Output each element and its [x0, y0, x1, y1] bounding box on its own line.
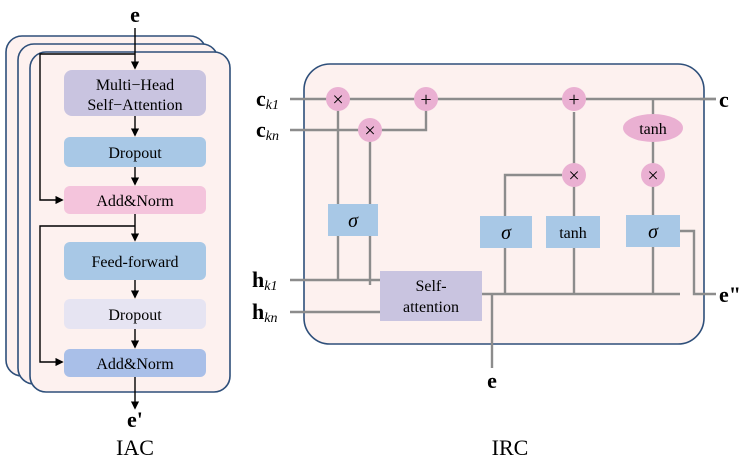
dropout-block-2	[64, 299, 206, 329]
add-norm-label-2: Add&Norm	[96, 356, 174, 373]
times-symbol-2: ×	[364, 120, 375, 142]
times-symbol-3: ×	[568, 165, 579, 187]
feed-forward-block	[64, 242, 206, 280]
irc-module: × × + + × × tanh σ σ tanh σ Self- attent…	[252, 63, 741, 460]
input-h-k1: hk1	[252, 267, 277, 294]
sigma-box-3	[626, 215, 680, 247]
tanh-ellipse-label: tanh	[639, 121, 667, 138]
irc-ops: × × + + × × tanh	[326, 87, 683, 187]
dropout-label-2: Dropout	[108, 307, 162, 324]
plus-symbol-2: +	[568, 89, 579, 111]
tanh-op-ellipse	[623, 114, 683, 142]
feed-forward-label: Feed-forward	[91, 254, 178, 271]
tanh-box	[546, 216, 600, 248]
iac-output-label: e'	[127, 407, 143, 432]
sigma-label-2: σ	[501, 222, 512, 244]
iac-module: e Multi−Head Self−Attention Dropout Add&…	[5, 2, 231, 460]
times-symbol-1: ×	[332, 89, 343, 111]
input-c-k1: ck1	[256, 86, 279, 113]
sigma-box-2	[480, 216, 532, 248]
sigma-label-3: σ	[648, 221, 659, 243]
multiply-op-2	[358, 118, 382, 142]
dropout-label-1: Dropout	[108, 145, 162, 162]
dropout-block-1	[64, 137, 206, 167]
input-e-bottom: e	[487, 368, 497, 393]
input-c-kn: ckn	[256, 117, 279, 144]
self-attention-label-line1: Self-	[415, 278, 446, 295]
times-symbol-4: ×	[647, 165, 658, 187]
add-norm-block-2	[64, 349, 206, 377]
add-norm-block-1	[64, 186, 206, 214]
add-op-2	[562, 87, 586, 111]
output-c: c	[719, 87, 729, 112]
iac-caption: IAC	[116, 435, 154, 460]
plus-symbol-1: +	[420, 89, 431, 111]
mha-label-line1: Multi−Head	[96, 77, 174, 94]
irc-caption: IRC	[492, 435, 529, 460]
sigma-box-1	[328, 204, 378, 236]
mha-label-line2: Self−Attention	[87, 97, 182, 114]
output-e-double-prime: e"	[719, 282, 741, 307]
multiply-op-3	[562, 163, 586, 187]
iac-input-label: e	[130, 2, 140, 27]
sigma-label-1: σ	[348, 210, 359, 232]
multiply-op-1	[326, 87, 350, 111]
add-norm-label-1: Add&Norm	[96, 193, 174, 210]
self-attention-label-line2: attention	[403, 299, 459, 316]
tanh-box-label: tanh	[559, 225, 587, 242]
input-h-kn: hkn	[252, 299, 277, 326]
multiply-op-4	[641, 163, 665, 187]
multi-head-attention-block	[64, 70, 206, 116]
self-attention-block	[380, 271, 482, 321]
add-op-1	[414, 87, 438, 111]
